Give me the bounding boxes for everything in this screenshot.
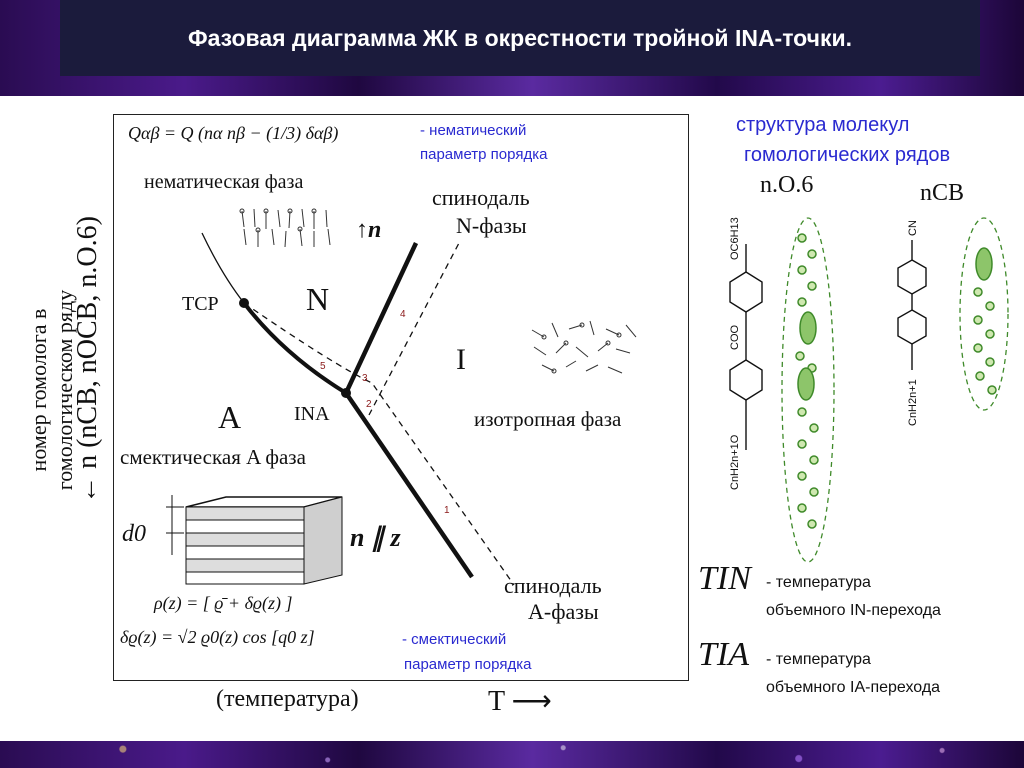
- q-description-line2: параметр порядка: [420, 146, 548, 163]
- phase-a-label: A: [218, 399, 242, 435]
- phase-lines: [166, 208, 637, 586]
- region-label-3: 3: [362, 373, 368, 384]
- no6-top-group: OC6H13: [729, 217, 741, 260]
- region-label-1: 1: [444, 505, 450, 516]
- spinodal-n-label-line1: спинодаль: [432, 185, 530, 210]
- tcp-point: [239, 298, 249, 308]
- no6-ester-group: COO: [729, 325, 741, 351]
- isotropic-phase-label: изотропная фаза: [474, 407, 622, 431]
- region-label-5: 5: [320, 361, 326, 372]
- ncb-atom-chain: [973, 247, 997, 395]
- q-formula: Qαβ = Q (nα nβ − (1/3) δαβ): [128, 123, 339, 143]
- tia-description-line1: - температура: [766, 651, 871, 668]
- ina-label: INA: [294, 403, 330, 425]
- tin-description-line2: объемного IN-перехода: [766, 602, 941, 619]
- y-axis-symbol-text: ← n (nCB, nOCB, n.O.6): [72, 216, 103, 504]
- smectic-description-line2: параметр порядка: [404, 656, 532, 673]
- series-label-no6: n.O.6: [760, 172, 814, 198]
- nematic-phase-label: нематическая фаза: [144, 171, 304, 193]
- footer-background: [0, 741, 1024, 768]
- x-axis-label: (температура): [216, 686, 359, 712]
- no6-atom-chain: [795, 233, 819, 529]
- rho-formula: ρ(z) = [ ϱ̄ + δϱ(z) ]: [154, 593, 293, 613]
- tin-description-line1: - температура: [766, 574, 871, 591]
- phase-n-label: N: [306, 281, 330, 317]
- thin-transition-line: [201, 232, 245, 304]
- spinodal-a-label-line1: спинодаль: [504, 573, 602, 598]
- phase-diagram: Qαβ = Q (nα nβ − (1/3) δαβ) - нематическ…: [113, 114, 689, 681]
- nematic-molecules-sketch: [239, 208, 331, 248]
- no6-envelope: [781, 217, 835, 563]
- ai-transition-line: [344, 391, 474, 579]
- ncb-top-group: CN: [907, 220, 919, 236]
- smectic-description-line1: - смектический: [402, 631, 507, 648]
- smectic-phase-label: смектическая A фаза: [120, 445, 306, 469]
- molecules-heading-line1: структура молекул: [736, 114, 910, 136]
- tin-symbol: TIN: [698, 560, 751, 597]
- ni-transition-line: [343, 242, 419, 394]
- tia-description-line2: объемного IA-перехода: [766, 679, 941, 696]
- y-axis-label-line1: номер гомолога в: [26, 308, 51, 472]
- molecular-structures: OC6H13 COO CnH2n+1O CN CnH2n+1: [729, 217, 1009, 563]
- director-arrow-label: ↑n: [356, 217, 382, 243]
- ncb-bottom-group: CnH2n+1: [907, 379, 919, 426]
- n-parallel-z-label: n ∥ z: [350, 523, 401, 552]
- q-description-line1: - нематический: [420, 122, 527, 139]
- no6-skeleton: [729, 244, 763, 450]
- drho-formula: δϱ(z) = √2 ϱ0(z) cos [q0 z]: [120, 627, 315, 647]
- slide-title: Фазовая диаграмма ЖК в окрестности тройн…: [187, 24, 853, 51]
- ncb-skeleton: [897, 240, 927, 370]
- region-label-2: 2: [366, 399, 372, 410]
- tcp-label: TCP: [182, 293, 219, 315]
- no6-bottom-group: CnH2n+1O: [729, 434, 741, 490]
- x-axis-symbol: T ⟶: [488, 686, 552, 717]
- tia-symbol: TIA: [698, 636, 749, 673]
- phase-i-label: I: [456, 343, 466, 376]
- na-transition-line: [242, 301, 348, 395]
- spinodal-n-line: [368, 242, 460, 416]
- smectic-layers-sketch: [166, 495, 343, 585]
- d0-label: d0: [122, 521, 146, 547]
- isotropic-molecules-sketch: [531, 320, 637, 374]
- region-label-4: 4: [400, 309, 406, 320]
- spinodal-a-line: [243, 302, 515, 586]
- spinodal-a-label-line2: А-фазы: [528, 599, 599, 624]
- molecules-heading-line2: гомологических рядов: [744, 144, 951, 166]
- spinodal-n-label-line2: N-фазы: [456, 213, 527, 238]
- series-label-ncb: nCB: [920, 180, 965, 206]
- title-panel: Фазовая диаграмма ЖК в окрестности тройн…: [60, 0, 980, 76]
- ncb-envelope: [959, 217, 1009, 411]
- ina-point: [341, 388, 351, 398]
